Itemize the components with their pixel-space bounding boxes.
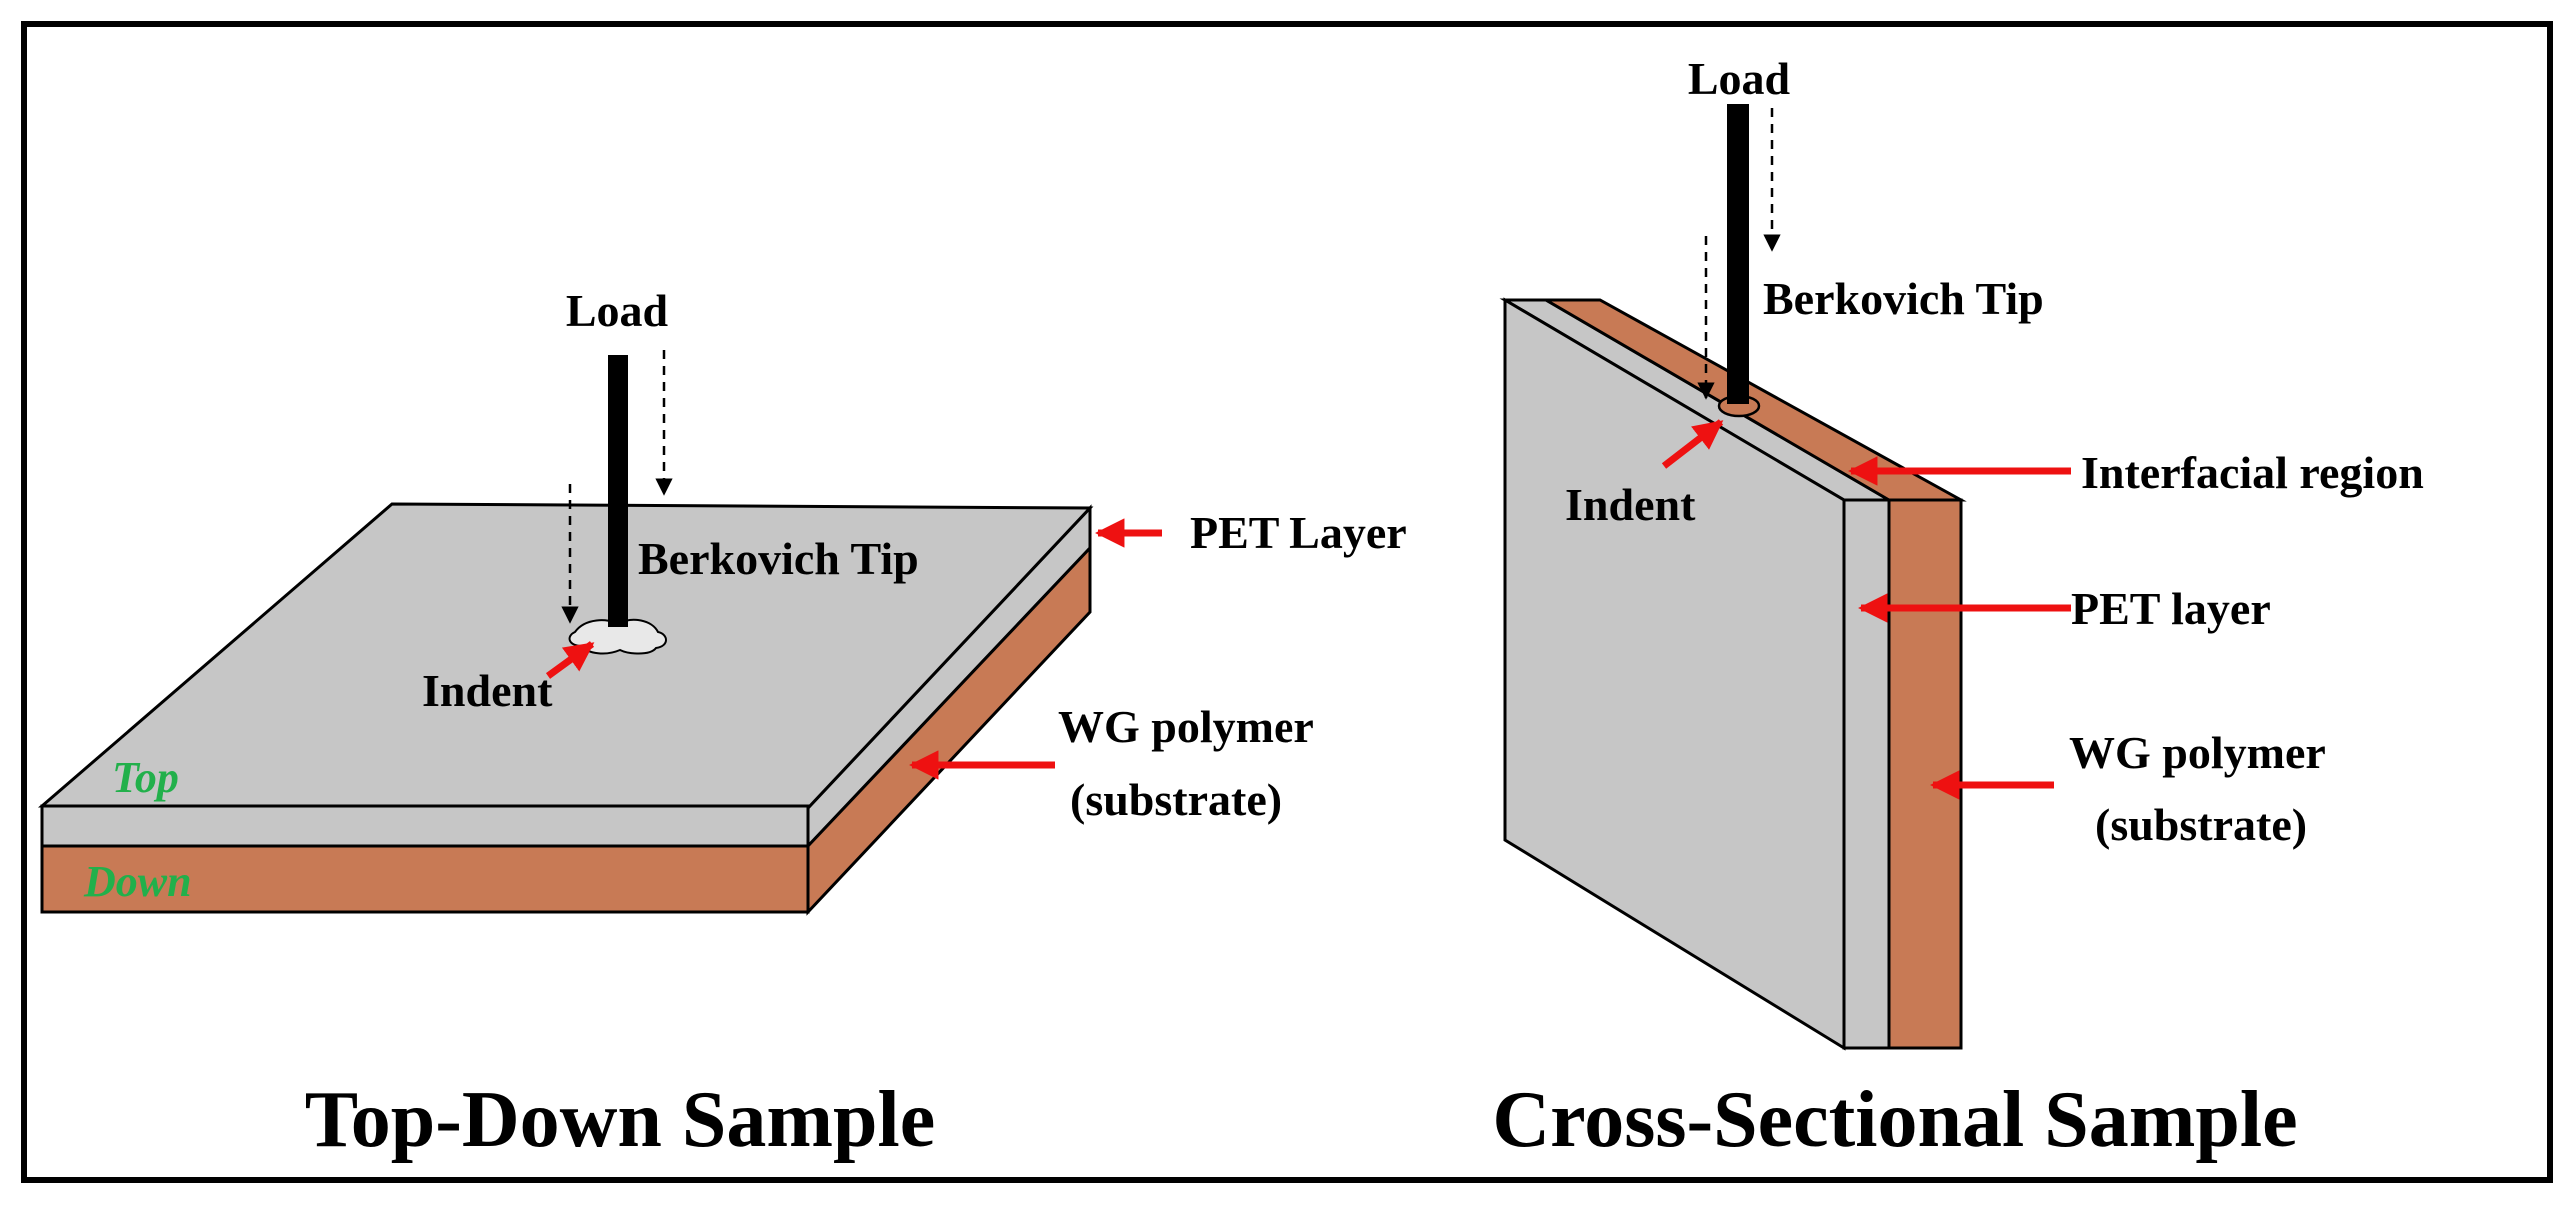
substrate-label: (substrate) (2095, 799, 2307, 850)
top-down-sample: Load Berkovich Tip Indent PET Layer WG p… (37, 285, 1407, 1164)
interfacial-region-label: Interfacial region (2081, 447, 2424, 498)
top-down-caption: Top-Down Sample (305, 1076, 936, 1164)
cross-sectional-sample: Load Berkovich Tip Indent Interfacial re… (1492, 53, 2423, 1164)
load-label: Load (566, 285, 669, 336)
pet-layer-side (1842, 498, 1891, 1050)
pet-layer-label: PET Layer (1190, 507, 1407, 558)
cross-sectional-caption: Cross-Sectional Sample (1492, 1076, 2297, 1164)
substrate-label: (substrate) (1070, 774, 1282, 825)
berkovich-tip-label: Berkovich Tip (1763, 273, 2044, 324)
pet-layer-front (40, 804, 810, 848)
wg-polymer-label: WG polymer (2069, 727, 2326, 778)
top-face-label: Top (112, 753, 179, 802)
berkovich-tip-shaft (1727, 104, 1749, 404)
indent-label: Indent (422, 665, 553, 716)
substrate-front (40, 844, 810, 914)
berkovich-tip-shaft (608, 355, 628, 627)
indent-label: Indent (1565, 479, 1696, 530)
down-face-label: Down (83, 857, 192, 906)
figure-border (21, 21, 2553, 1183)
pet-layer-label: PET layer (2071, 583, 2271, 634)
indent-arrow (545, 641, 595, 679)
berkovich-tip-label: Berkovich Tip (638, 533, 919, 584)
substrate-side (1887, 498, 1963, 1050)
wg-polymer-label: WG polymer (1058, 701, 1314, 752)
load-label: Load (1688, 53, 1791, 104)
indent-arrow (1661, 419, 1724, 469)
